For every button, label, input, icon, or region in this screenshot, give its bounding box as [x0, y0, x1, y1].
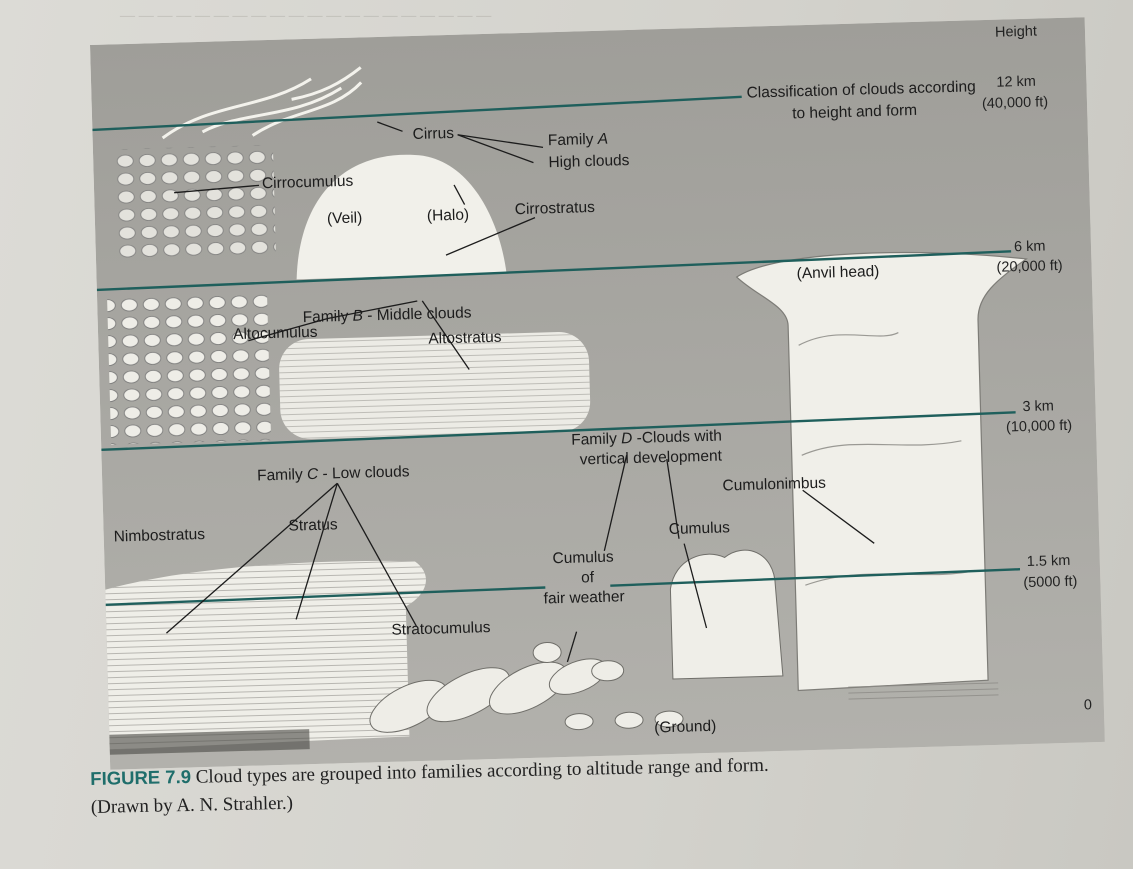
height-0: 0 — [1084, 697, 1093, 713]
cirrocumulus-label: Cirrocumulus — [262, 173, 354, 193]
cumulonimbus-label: Cumulonimbus — [722, 475, 826, 496]
bleed-through-text: — — — — — — — — — — — — — — — — — — — — — [120, 8, 491, 25]
figure-title-line2: to height and form — [792, 102, 917, 123]
family-a-label: Family A — [548, 131, 609, 150]
cloud-classification-figure: Height Classification of clouds accordin… — [90, 17, 1105, 769]
height-20000ft: (20,000 ft) — [996, 258, 1063, 276]
height-6km: 6 km — [1014, 238, 1046, 255]
height-3km: 3 km — [1022, 398, 1054, 415]
height-5000ft: (5000 ft) — [1023, 574, 1077, 592]
fair-weather-cumulus-label-3: fair weather — [543, 588, 624, 608]
fair-weather-cumulus-label-1: Cumulus — [552, 549, 614, 569]
cumulus-cloud — [669, 549, 782, 679]
cirrostratus-label: Cirrostratus — [515, 199, 596, 219]
cirrus-label: Cirrus — [412, 125, 454, 144]
height-40000ft: (40,000 ft) — [982, 94, 1049, 112]
height-axis-header: Height — [995, 24, 1037, 41]
height-10000ft: (10,000 ft) — [1006, 418, 1073, 436]
stratus-label: Stratus — [288, 516, 338, 535]
altostratus-label: Altostratus — [428, 329, 502, 349]
altocumulus-cloud — [107, 290, 271, 444]
cumulus-label: Cumulus — [669, 519, 731, 539]
height-1-5km: 1.5 km — [1027, 553, 1071, 570]
cirrocumulus-cloud — [113, 145, 276, 259]
family-a-description: High clouds — [548, 152, 629, 172]
anvil-head-label: (Anvil head) — [796, 263, 879, 283]
halo-label: (Halo) — [427, 206, 470, 225]
fair-weather-cumulus-label-2: of — [581, 569, 594, 587]
altocumulus-label: Altocumulus — [233, 324, 318, 344]
figure-number: FIGURE 7.9 — [90, 766, 191, 789]
ground-label: (Ground) — [654, 718, 717, 738]
nimbostratus-label: Nimbostratus — [114, 526, 206, 546]
veil-label: (Veil) — [327, 209, 363, 228]
stratocumulus-label: Stratocumulus — [391, 619, 491, 640]
height-12km: 12 km — [996, 74, 1036, 91]
